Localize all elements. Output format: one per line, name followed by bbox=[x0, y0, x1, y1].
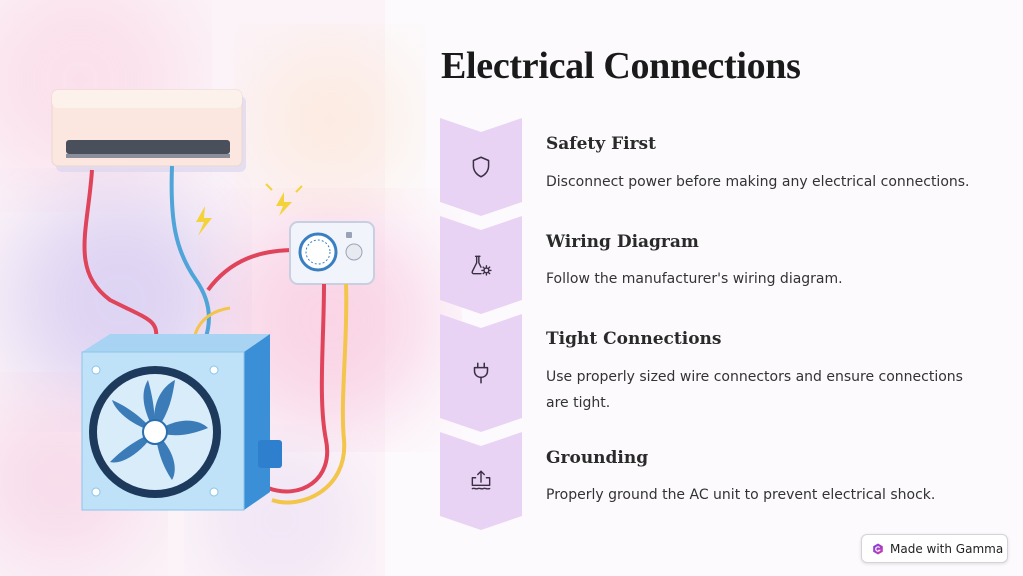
step-title-tight: Tight Connections bbox=[546, 329, 722, 349]
step-title-safety: Safety First bbox=[546, 134, 656, 154]
made-with-gamma-badge[interactable]: Made with Gamma bbox=[861, 534, 1008, 563]
plug-icon bbox=[468, 360, 494, 386]
step-chevron-wiring bbox=[440, 216, 522, 314]
gamma-logo-icon bbox=[873, 543, 883, 554]
ac-wiring-illustration bbox=[51, 89, 375, 511]
thermostat-box bbox=[289, 221, 375, 285]
outdoor-ac-unit bbox=[81, 334, 282, 511]
step-desc-wiring: Follow the manufacturer's wiring diagram… bbox=[546, 271, 843, 287]
step-desc-safety: Disconnect power before making any elect… bbox=[546, 174, 970, 190]
step-title-wiring: Wiring Diagram bbox=[546, 232, 699, 252]
indoor-ac-unit bbox=[51, 89, 246, 172]
flask-gear-icon bbox=[468, 252, 494, 278]
shield-icon bbox=[468, 154, 494, 180]
page-title: Electrical Connections bbox=[441, 45, 801, 87]
step-chevron-safety bbox=[440, 118, 522, 216]
step-chevron-grounding bbox=[440, 432, 522, 530]
step-chevron-tight bbox=[440, 314, 522, 432]
step-desc-tight: Use properly sized wire connectors and e… bbox=[546, 369, 963, 411]
step-title-grounding: Grounding bbox=[546, 448, 649, 468]
grounding-icon bbox=[468, 468, 494, 494]
badge-label: Made with Gamma bbox=[890, 541, 1004, 556]
step-desc-grounding: Properly ground the AC unit to prevent e… bbox=[546, 487, 936, 503]
